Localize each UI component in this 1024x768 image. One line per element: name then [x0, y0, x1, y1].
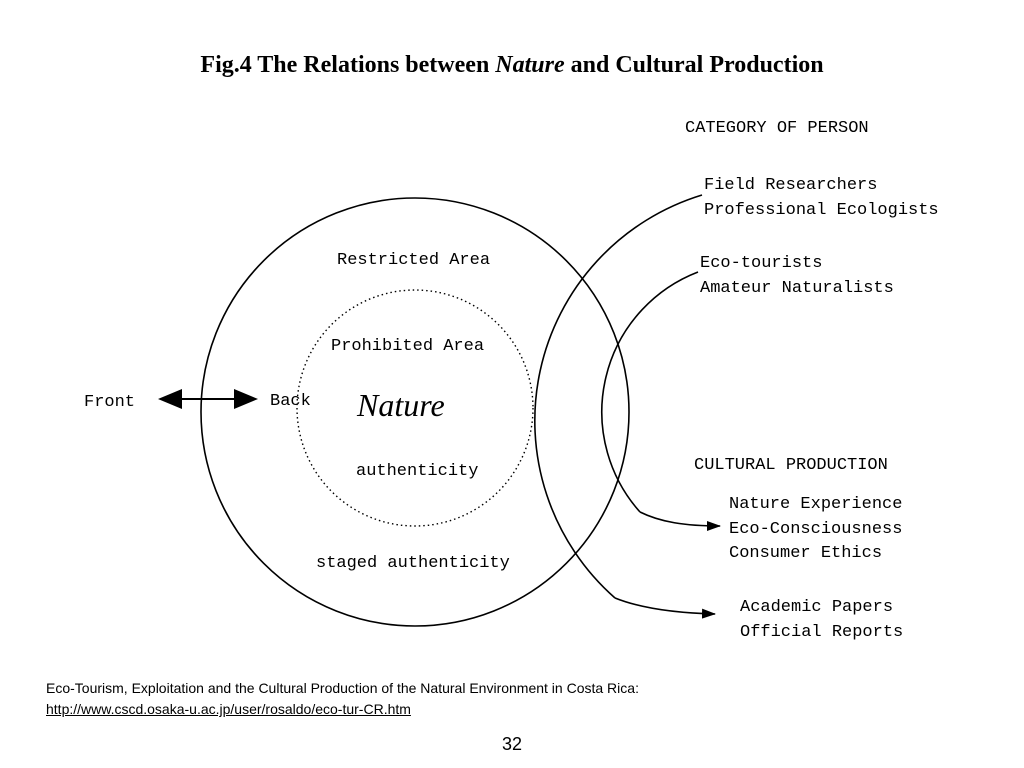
restricted-area-label: Restricted Area — [337, 251, 490, 270]
prohibited-area-label: Prohibited Area — [331, 337, 484, 356]
category-field-researchers: Field Researchers — [704, 176, 877, 195]
prohibited-area-circle — [296, 289, 534, 527]
production-academic-papers: Academic Papers — [740, 598, 893, 617]
back-arrowhead — [234, 389, 258, 409]
nature-label: Nature — [356, 387, 445, 423]
staged-authenticity-label: staged authenticity — [316, 554, 510, 573]
category-amateur-naturalists: Amateur Naturalists — [700, 279, 894, 298]
researcher-arc — [534, 194, 703, 599]
category-heading: CATEGORY OF PERSON — [685, 119, 869, 138]
ecotourist-arc — [601, 271, 699, 513]
source-link[interactable]: http://www.cscd.osaka-u.ac.jp/user/rosal… — [46, 701, 411, 717]
researcher-arc-tail — [614, 597, 716, 619]
back-label: Back — [270, 392, 311, 411]
restricted-area-circle — [200, 197, 630, 627]
front-arrowhead — [158, 389, 182, 409]
caption-text: Eco-Tourism, Exploitation and the Cultur… — [46, 680, 639, 696]
production-consumer-ethics: Consumer Ethics — [729, 544, 882, 563]
page-number: 32 — [501, 734, 523, 754]
authenticity-label: authenticity — [356, 462, 478, 481]
production-eco-consciousness: Eco-Consciousness — [729, 520, 902, 539]
production-nature-experience: Nature Experience — [729, 495, 902, 514]
source-caption: Eco-Tourism, Exploitation and the Cultur… — [46, 678, 946, 720]
category-professional-ecologists: Professional Ecologists — [704, 201, 939, 220]
production-official-reports: Official Reports — [740, 623, 903, 642]
front-label: Front — [84, 393, 135, 412]
category-eco-tourists: Eco-tourists — [700, 254, 822, 273]
ecotourist-arc-tail — [639, 511, 721, 531]
production-heading: CULTURAL PRODUCTION — [694, 456, 888, 475]
figure-title: Fig.4 The Relations between Nature and C… — [200, 52, 823, 78]
